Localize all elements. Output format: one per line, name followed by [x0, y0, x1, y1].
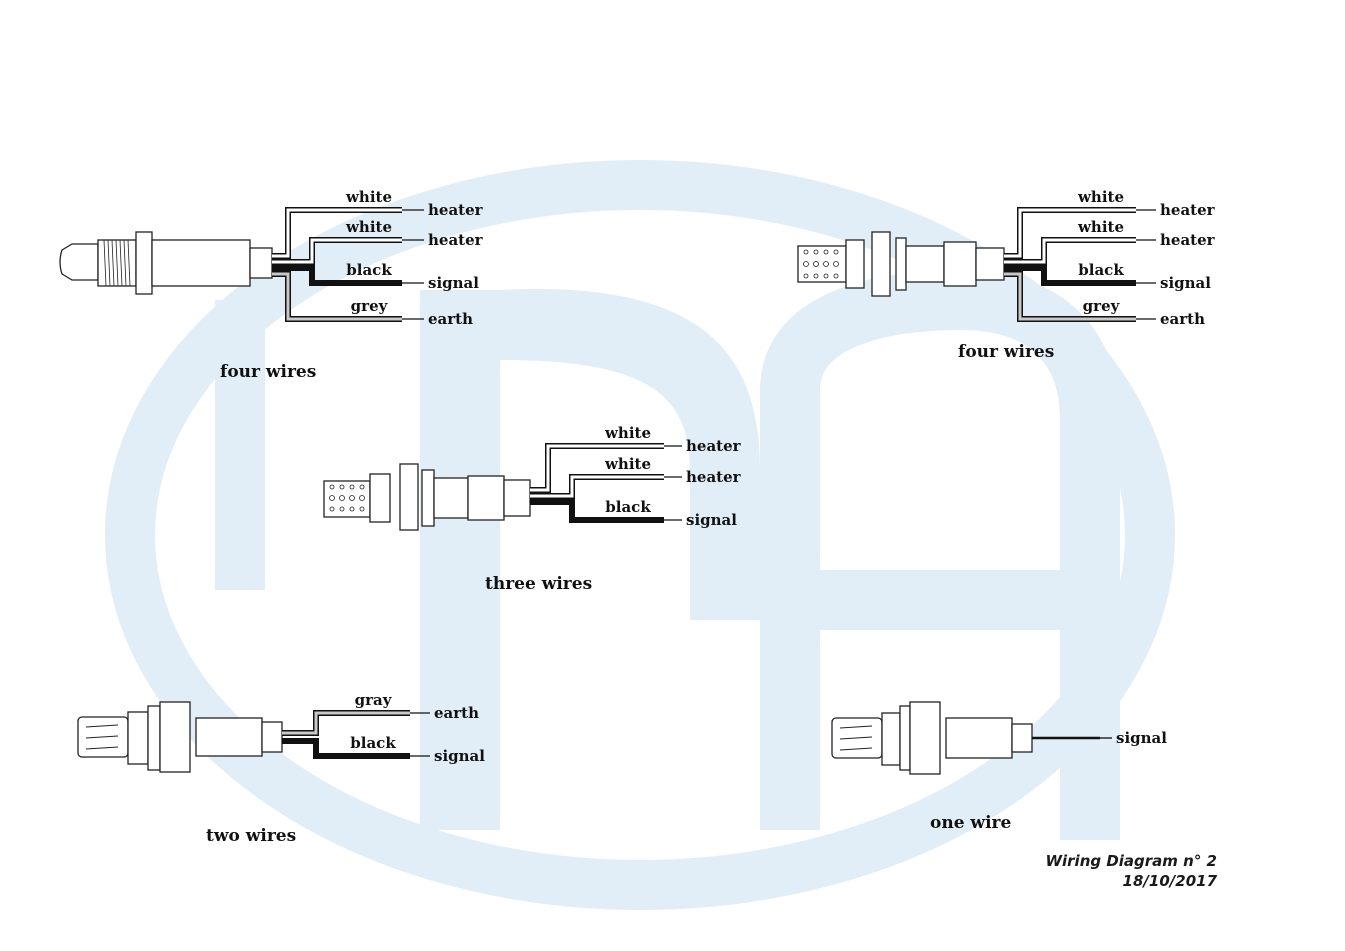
sensor-one-wire	[831, 701, 1033, 775]
wire-outline	[282, 710, 410, 736]
wire-color-label: black	[605, 498, 651, 516]
tip-slots	[85, 724, 119, 750]
caption-three-wires: three wires	[485, 574, 592, 594]
caption-four-wires-b: four wires	[958, 342, 1054, 362]
wire-function-label: heater	[1160, 201, 1216, 219]
sensor-hex-nut	[159, 701, 191, 773]
sensor-body	[905, 245, 945, 283]
sensor-tip	[59, 243, 99, 281]
wire-function-label: signal	[428, 274, 479, 292]
shield-holes	[803, 249, 839, 279]
wire-white	[1004, 208, 1136, 258]
wire-function-label: heater	[428, 231, 484, 249]
wire-function-label: signal	[1116, 729, 1167, 747]
shield-holes	[329, 484, 365, 512]
watermark-letter-a-bar	[820, 570, 1080, 630]
wire-black	[530, 499, 664, 523]
wire-function-label: heater	[686, 437, 742, 455]
sensor-two-wires	[77, 701, 283, 773]
wire-color-label: white	[345, 188, 392, 206]
wire-black	[1004, 265, 1136, 286]
diagram-title: Wiring Diagram n° 2	[1045, 852, 1217, 870]
sensor-washer	[895, 237, 907, 291]
sensor-crimp	[467, 475, 505, 521]
wire-color-label: white	[604, 455, 651, 473]
sensor-collar	[503, 479, 531, 517]
wire-function-label: signal	[1160, 274, 1211, 292]
sensor-hex-nut	[399, 463, 419, 531]
wire-color-label: black	[350, 734, 396, 752]
wire-function-label: signal	[434, 747, 485, 765]
sensor-crimp	[943, 241, 977, 287]
wire-white	[530, 475, 664, 498]
sensor-four-wires-plain	[59, 231, 273, 295]
caption-four-wires-a: four wires	[220, 362, 316, 382]
sensor-body	[433, 477, 469, 519]
watermark-letter-a	[760, 269, 1120, 840]
wire-color-label: grey	[351, 297, 389, 315]
caption-two-wires: two wires	[206, 826, 296, 846]
wire-color-label: white	[345, 218, 392, 236]
sensor-thread	[127, 711, 149, 765]
wire-function-label: heater	[428, 201, 484, 219]
watermark-letter-e	[215, 300, 265, 590]
tip-slots	[839, 725, 873, 751]
wire-color-label: white	[604, 424, 651, 442]
era-watermark-logo	[105, 160, 1175, 910]
wire-function-label: earth	[434, 704, 479, 722]
wire-black	[282, 738, 410, 759]
diagram-date: 18/10/2017	[1122, 872, 1217, 890]
sensor-four-wires-perforated	[797, 231, 1005, 297]
wire-color-label: black	[346, 261, 392, 279]
sensor-body	[945, 717, 1013, 759]
sensor-collar	[1011, 723, 1033, 753]
wire-color-label: gray	[355, 691, 393, 709]
wire-function-label: heater	[686, 468, 742, 486]
wire-color-label: black	[1078, 261, 1124, 279]
sensor-thread	[369, 473, 391, 523]
sensor-hex-nut	[909, 701, 941, 775]
thread-lines	[103, 239, 131, 287]
wire-grey	[1004, 272, 1136, 321]
wire-function-label: heater	[1160, 231, 1216, 249]
sensor-thread	[845, 239, 865, 289]
wire-color-label: grey	[1083, 297, 1121, 315]
wire-function-label: earth	[428, 310, 473, 328]
sensor-hex-nut	[871, 231, 891, 297]
wires-layer: white heater white heater black signal grey ear…	[272, 188, 1216, 765]
wire-color-label: white	[1077, 218, 1124, 236]
wire-white	[272, 238, 402, 264]
sensor-washer	[899, 705, 911, 771]
wire-white	[1004, 238, 1136, 264]
wire-white	[530, 444, 664, 492]
wire-grey	[272, 272, 402, 321]
watermark-letter-r-stem	[420, 290, 500, 830]
sensor-washer	[421, 469, 435, 527]
sensor-washer	[147, 705, 161, 771]
wire-color-label: white	[1077, 188, 1124, 206]
caption-one-wire: one wire	[930, 813, 1011, 833]
sensor-body	[195, 717, 263, 757]
wire-black	[272, 265, 402, 286]
wire-grey	[282, 711, 410, 735]
sensor-hex-nut	[135, 231, 153, 295]
wire-function-label: signal	[686, 511, 737, 529]
sensor-collar	[249, 247, 273, 279]
wire-white	[272, 208, 402, 258]
sensor-three-wires	[323, 463, 531, 531]
sensor-body	[151, 239, 251, 287]
wire-outline	[1004, 237, 1136, 265]
watermark-ring	[105, 160, 1175, 910]
sensor-perforated-shield	[323, 480, 371, 518]
sensor-collar	[975, 247, 1005, 281]
watermark-letter-r-bowl	[500, 289, 760, 620]
wire-function-label: earth	[1160, 310, 1205, 328]
sensor-thread	[881, 712, 901, 766]
sensor-collar	[261, 721, 283, 753]
